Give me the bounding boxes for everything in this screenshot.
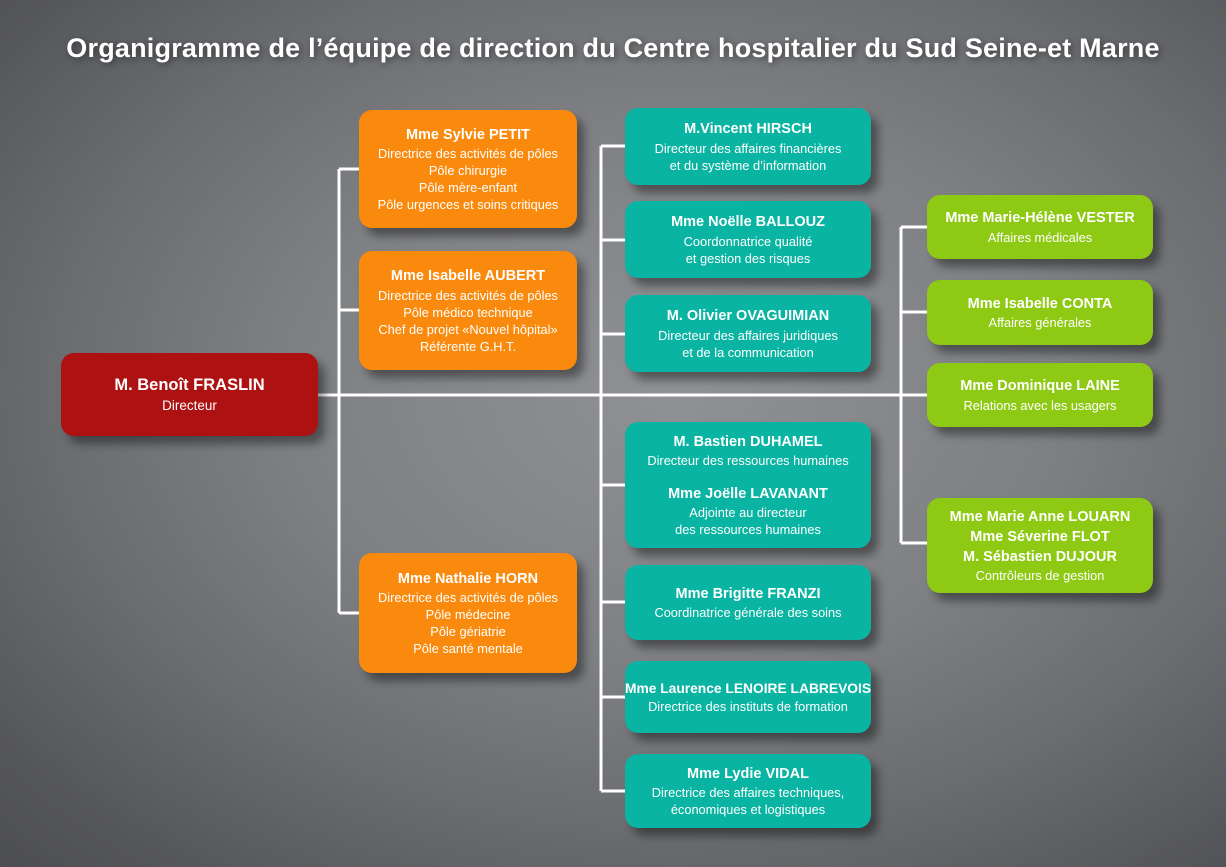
person-role: Directrice des activités de pôles [378, 146, 558, 162]
person-name: Mme Marie Anne LOUARN [949, 508, 1131, 525]
org-box-aubert: Mme Isabelle AUBERT Directrice des activ… [359, 251, 577, 370]
person-role: Pôle gériatrie [430, 624, 506, 640]
person-role: Adjointe au directeur [689, 505, 807, 521]
person-role: et du système d’information [669, 157, 827, 173]
person-role: Pôle médecine [425, 607, 511, 623]
org-box-vidal: Mme Lydie VIDAL Directrice des affaires … [625, 754, 871, 828]
person-name: Mme Nathalie HORN [397, 570, 539, 587]
org-box-duhamel-lavanant: M. Bastien DUHAMEL Directeur des ressour… [625, 422, 871, 548]
person-role: des ressources humaines [675, 522, 821, 538]
person-role: Pôle santé mentale [413, 641, 523, 657]
person-role: Directeur des affaires juridiques [658, 327, 838, 343]
person-role: Affaires générales [988, 315, 1092, 331]
person-role: Directeur [162, 398, 217, 414]
org-box-controleurs: Mme Marie Anne LOUARN Mme Séverine FLOT … [927, 498, 1153, 593]
org-box-petit: Mme Sylvie PETIT Directrice des activité… [359, 110, 577, 228]
person-role: Coordonnatrice qualité [683, 233, 813, 249]
person-name: Mme Laurence LENOIRE LABREVOIS [624, 680, 872, 696]
person-role: Pôle chirurgie [428, 163, 508, 179]
teal-stub-lines [601, 144, 627, 793]
person-name: Mme Isabelle AUBERT [390, 268, 546, 285]
person-role: Pôle mère-enfant [418, 180, 518, 196]
person-role: Directeur des affaires financières [654, 140, 842, 156]
org-box-ovaguimian: M. Olivier OVAGUIMIAN Directeur des affa… [625, 295, 871, 372]
person-role: Directrice des instituts de formation [648, 699, 848, 715]
page-title: Organigramme de l’équipe de direction du… [66, 33, 1160, 63]
person-name: Mme Séverine FLOT [970, 528, 1110, 545]
person-name: Mme Lydie VIDAL [687, 765, 809, 782]
person-role: Directrice des activités de pôles [378, 287, 558, 303]
person-name: Mme Isabelle CONTA [967, 295, 1113, 312]
org-box-conta: Mme Isabelle CONTA Affaires générales [927, 280, 1153, 345]
person-role: Coordinatrice générale des soins [654, 605, 842, 621]
person-name: Mme Noëlle BALLOUZ [671, 214, 825, 231]
green-stub-lines [901, 225, 929, 545]
person-role: Directrice des affaires techniques, [651, 785, 845, 801]
person-role: Directeur des ressources humaines [647, 452, 849, 468]
person-name: Mme Sylvie PETIT [405, 126, 531, 143]
person-name: Mme Brigitte FRANZI [675, 585, 821, 602]
person-role: et de la communication [682, 344, 814, 360]
person-name: M. Sébastien DUJOUR [963, 549, 1117, 566]
person-role: Directrice des activités de pôles [378, 590, 558, 606]
org-box-fraslin: M. Benoît FRASLIN Directeur [61, 353, 318, 436]
org-box-laine: Mme Dominique LAINE Relations avec les u… [927, 363, 1153, 427]
person-role: économiques et logistiques [670, 802, 826, 818]
person-role: Pôle urgences et soins critiques [377, 197, 559, 213]
person-role: Contrôleurs de gestion [975, 568, 1105, 584]
org-box-ballouz: Mme Noëlle BALLOUZ Coordonnatrice qualit… [625, 201, 871, 278]
org-box-hirsch: M.Vincent HIRSCH Directeur des affaires … [625, 108, 871, 185]
person-role: Relations avec les usagers [963, 397, 1117, 413]
person-name: M. Bastien DUHAMEL [673, 433, 823, 450]
person-role: Affaires médicales [987, 229, 1093, 245]
person-name: Mme Joëlle LAVANANT [668, 485, 828, 502]
org-box-franzi: Mme Brigitte FRANZI Coordinatrice généra… [625, 565, 871, 640]
person-name: Mme Dominique LAINE [960, 378, 1120, 395]
person-role: Pôle médico technique [403, 304, 533, 320]
person-role: et gestion des risques [685, 250, 811, 266]
org-box-lenoire: Mme Laurence LENOIRE LABREVOIS Directric… [625, 661, 871, 733]
org-box-horn: Mme Nathalie HORN Directrice des activit… [359, 553, 577, 673]
person-role: Chef de projet «Nouvel hôpital» [378, 321, 558, 337]
orange-stub-lines [339, 167, 361, 615]
person-name: Mme Marie-Hélène VESTER [945, 210, 1135, 227]
person-role: Référente G.H.T. [419, 338, 516, 354]
org-box-vester: Mme Marie-Hélène VESTER Affaires médical… [927, 195, 1153, 259]
person-name: M.Vincent HIRSCH [684, 121, 812, 138]
person-name: M. Olivier OVAGUIMIAN [666, 308, 830, 325]
person-name: M. Benoît FRASLIN [114, 375, 265, 394]
